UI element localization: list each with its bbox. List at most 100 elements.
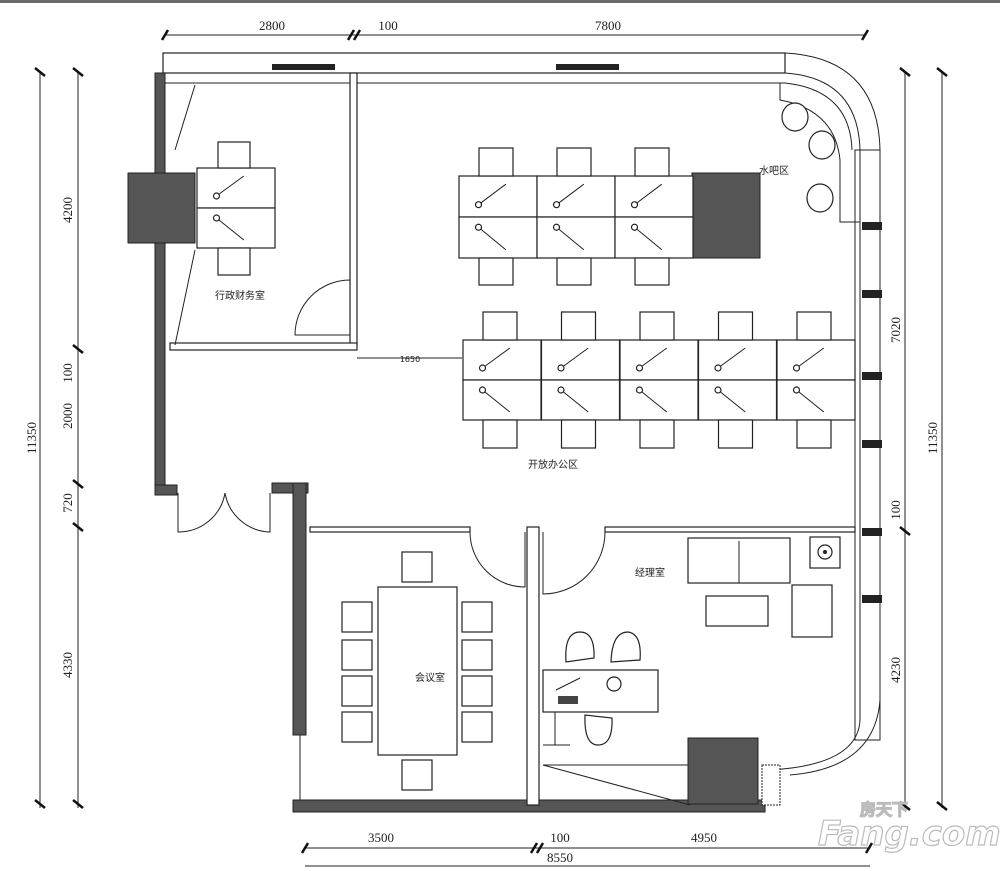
chair xyxy=(796,311,832,341)
top-border xyxy=(0,0,1000,3)
walls xyxy=(127,52,882,813)
chair xyxy=(482,419,518,449)
desk-lamp-base xyxy=(212,192,221,200)
dim-left-4330: 4330 xyxy=(60,652,75,678)
desk-lamp-base xyxy=(552,201,561,209)
watermark-cn: 房天下 xyxy=(860,800,908,819)
desk-lamp xyxy=(639,347,668,369)
desk-lamp-base xyxy=(635,364,644,372)
dim-top-7800: 7800 xyxy=(595,18,621,33)
desk-lamp xyxy=(639,389,668,413)
desk xyxy=(196,207,276,249)
desk-lamp-base xyxy=(474,223,483,231)
desk xyxy=(458,175,538,218)
chair xyxy=(461,639,493,671)
desk-lamp xyxy=(556,226,585,251)
desk-lamp xyxy=(482,389,511,413)
desk-lamp xyxy=(560,389,589,413)
desk-lamp xyxy=(556,183,585,206)
watermark-logo: 房天下 Fang.com xyxy=(817,799,1000,854)
chair xyxy=(639,311,675,341)
chair xyxy=(461,675,493,707)
chair xyxy=(717,311,754,341)
dim-left-100: 100 xyxy=(60,363,75,383)
chair xyxy=(796,419,832,449)
desk xyxy=(536,175,616,218)
dim-bottom-total: 8550 xyxy=(547,850,573,865)
manager-desk xyxy=(542,669,659,713)
desk xyxy=(619,339,699,381)
desk-lamp xyxy=(717,389,746,413)
dim-corridor: 1650 xyxy=(400,355,420,364)
desk xyxy=(697,379,778,421)
room-labels: 行政财务室 水吧区 开放办公区 经理室 会议室 1650 xyxy=(215,165,789,684)
watermark-en: Fang.com xyxy=(818,814,1000,854)
dim-right-100: 100 xyxy=(888,500,903,520)
desk-lamp xyxy=(560,347,589,369)
desk-lamp xyxy=(634,226,663,251)
desk xyxy=(462,339,542,381)
chair xyxy=(341,675,373,707)
chair xyxy=(401,759,433,791)
pillar-bottom xyxy=(687,737,759,805)
chair xyxy=(556,147,592,177)
meeting-table xyxy=(377,586,458,756)
chair xyxy=(717,419,754,449)
chair xyxy=(478,147,514,177)
desk-lamp-base xyxy=(478,364,487,372)
desk-lamp-base xyxy=(792,364,801,372)
desk-lamp-base xyxy=(552,223,561,231)
desk-lamp-base xyxy=(557,364,565,372)
label-water-bar: 水吧区 xyxy=(759,165,789,177)
desk-lamp-base xyxy=(212,214,221,222)
desk xyxy=(614,216,694,259)
desk-lamp xyxy=(478,226,507,251)
dim-left-720: 720 xyxy=(60,493,75,513)
desk-lamp xyxy=(216,217,245,241)
pillar-left xyxy=(127,172,196,244)
chair xyxy=(560,311,597,341)
desk xyxy=(458,216,538,259)
desk xyxy=(697,339,778,381)
desk-lamp-base xyxy=(630,201,639,209)
furniture xyxy=(196,141,856,791)
chair xyxy=(478,257,514,286)
chair xyxy=(341,601,373,633)
desk xyxy=(536,216,616,259)
desk xyxy=(776,339,856,381)
label-meeting-room: 会议室 xyxy=(415,671,445,684)
desk-lamp xyxy=(216,175,245,197)
dim-right-7020: 7020 xyxy=(888,317,903,343)
dim-left-4200: 4200 xyxy=(60,197,75,223)
desk-lamp xyxy=(796,389,825,413)
desk xyxy=(196,167,276,209)
label-manager-office: 经理室 xyxy=(635,566,665,579)
desk xyxy=(619,379,699,421)
desk-lamp-base xyxy=(557,386,565,394)
chair xyxy=(217,247,251,276)
dim-bottom-100: 100 xyxy=(550,830,570,845)
desk xyxy=(540,339,621,381)
chair xyxy=(634,147,670,177)
desk-lamp xyxy=(634,183,663,206)
desk-lamp-base xyxy=(474,201,483,209)
dim-top-100: 100 xyxy=(378,18,398,33)
dim-left-2000: 2000 xyxy=(60,403,75,429)
dim-bottom-4950: 4950 xyxy=(691,830,717,845)
dim-right-total: 11350 xyxy=(925,422,940,454)
manager-furniture xyxy=(542,536,841,746)
desk xyxy=(462,379,542,421)
coffee-table xyxy=(705,595,769,627)
chair xyxy=(639,419,675,449)
desk-lamp-base xyxy=(478,386,487,394)
armchair xyxy=(791,584,833,638)
dim-right-4230: 4230 xyxy=(888,657,903,683)
chair xyxy=(217,141,251,169)
chair xyxy=(341,639,373,671)
desk-lamp xyxy=(482,347,511,369)
desk xyxy=(614,175,694,218)
chair xyxy=(560,419,597,449)
desk xyxy=(776,379,856,421)
desk-lamp xyxy=(796,347,825,369)
